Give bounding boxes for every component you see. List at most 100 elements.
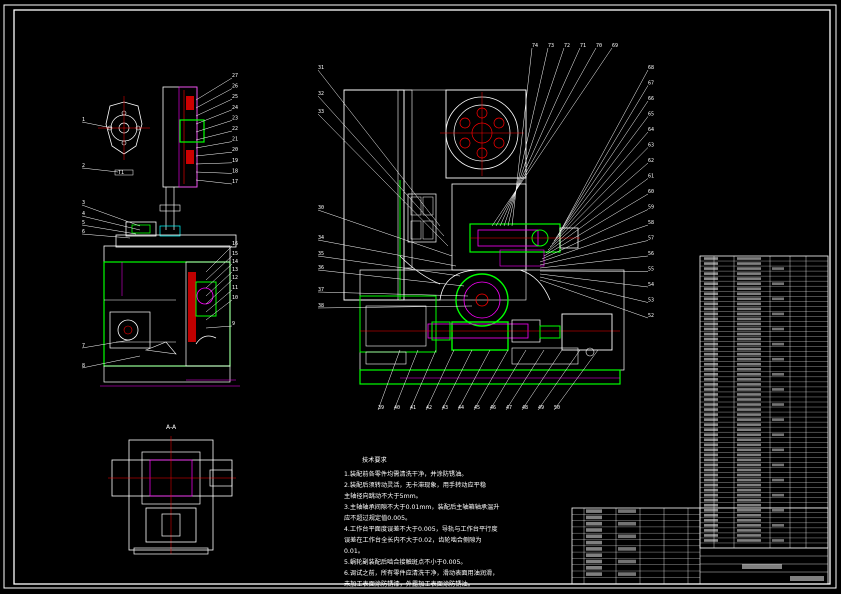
part-number-bottom: 50 (554, 405, 560, 411)
part-number-side: 24 (232, 105, 238, 111)
bom-row-text (737, 428, 761, 432)
bom-row-text (704, 322, 718, 326)
leader-line (195, 171, 233, 174)
leader-line (441, 349, 473, 411)
section-a-a-label: A-A (166, 424, 177, 431)
bom-row-text (737, 524, 761, 527)
leader-line (555, 100, 649, 239)
bom-row-text (772, 388, 784, 391)
bom-row-text (704, 312, 718, 316)
leader-line (81, 121, 113, 129)
part-number-right: 52 (648, 313, 654, 319)
title-cell-text (586, 553, 602, 557)
bom-row-text (704, 383, 718, 386)
bom-row-text (737, 458, 761, 462)
bom-row-text (704, 262, 718, 265)
part-number-left-view: 5 (82, 220, 85, 226)
part-number-side: 20 (232, 147, 238, 153)
part-number-left-view: 2 (82, 163, 85, 169)
inner-frame (13, 9, 831, 585)
bom-row-text (704, 393, 718, 396)
part-number-side: 26 (232, 84, 238, 90)
bom-row-text (737, 307, 761, 311)
leader-line (547, 162, 649, 251)
part-number-right: 58 (648, 220, 654, 226)
leader-line (195, 88, 233, 109)
part-number-side: 23 (232, 115, 238, 121)
bom-row-text (704, 503, 718, 507)
bom-row-text (737, 534, 761, 537)
part-number-right: 64 (648, 127, 654, 133)
bom-row-text (737, 322, 761, 326)
leader-line (393, 349, 419, 411)
bom-row-text (772, 267, 784, 270)
leader-line (195, 130, 233, 141)
title-cell-text (586, 572, 602, 576)
leader-line (195, 109, 233, 125)
part-number-side: 21 (232, 137, 238, 143)
leader-line (205, 245, 233, 273)
bom-row-text (737, 378, 761, 381)
leader-line (195, 162, 233, 165)
bom-row-text (737, 277, 761, 280)
bom-row-text (737, 393, 761, 396)
bom-row-text (704, 408, 718, 411)
leader-line (539, 276, 649, 303)
tech-line: 1.装配前各零件均需清洗干净，并涂防锈油。 (344, 470, 467, 478)
bom-row-text (704, 297, 718, 301)
bom-row-text (704, 378, 718, 381)
part-number-right: 61 (648, 174, 654, 180)
part-number-side: 13 (232, 267, 238, 273)
bom-row-text (704, 458, 718, 462)
bom-row-text (737, 473, 761, 477)
bom-row-text (737, 312, 761, 316)
leader-line (537, 349, 581, 411)
title-cell-text (586, 521, 602, 526)
leader-line (545, 178, 649, 254)
part-number-bottom: 42 (426, 405, 432, 411)
tech-line: 未加工表面涂防锈漆，外露加工表面涂防锈油。 (344, 580, 474, 588)
bom-row-text (704, 478, 718, 482)
leader-line (195, 98, 233, 117)
leader-line (425, 349, 455, 411)
title-cell-text (742, 564, 782, 569)
bom-row-text (737, 257, 761, 260)
bom-row-text (737, 337, 761, 341)
bom-row-text (704, 367, 718, 371)
part-number-left: 38 (318, 303, 324, 309)
title-cell-text (586, 528, 602, 532)
bom-row-text (772, 403, 784, 406)
bom-row-text (772, 433, 784, 437)
tech-line: 3.主轴轴承间隙不大于0.01mm，装配后主轴箱轴承温升 (344, 503, 499, 511)
part-number-left-view: 3 (82, 200, 85, 206)
bom-row-text (737, 418, 761, 421)
leader-line (81, 204, 141, 227)
bom-row-text (737, 317, 761, 321)
leader-line (81, 339, 131, 349)
part-number-side: 25 (232, 94, 238, 100)
leader-line (81, 355, 141, 369)
bom-row-text (737, 302, 761, 306)
part-number-bottom: 47 (506, 405, 512, 411)
leader-line (541, 209, 649, 260)
bom-row-text (704, 287, 718, 291)
outer-frame (3, 4, 837, 589)
bom-row-text (737, 408, 761, 411)
part-number-side: 15 (232, 251, 238, 257)
leader-line (317, 305, 473, 309)
part-number-right: 63 (648, 143, 654, 149)
leader-line (317, 269, 465, 287)
leader-line (503, 47, 565, 227)
part-number-top: 74 (532, 43, 538, 49)
bom-row-text (704, 357, 718, 361)
section-a-a-view: A-A (108, 424, 236, 555)
tech-title: 技术要求 (362, 456, 387, 464)
part-number-bottom: 43 (442, 405, 448, 411)
bom-row-text (704, 448, 718, 452)
plate-code-label: T1 (118, 170, 124, 176)
bom-row-text (772, 327, 784, 331)
bom-row-text (704, 352, 718, 356)
bom-row-text (737, 267, 761, 270)
